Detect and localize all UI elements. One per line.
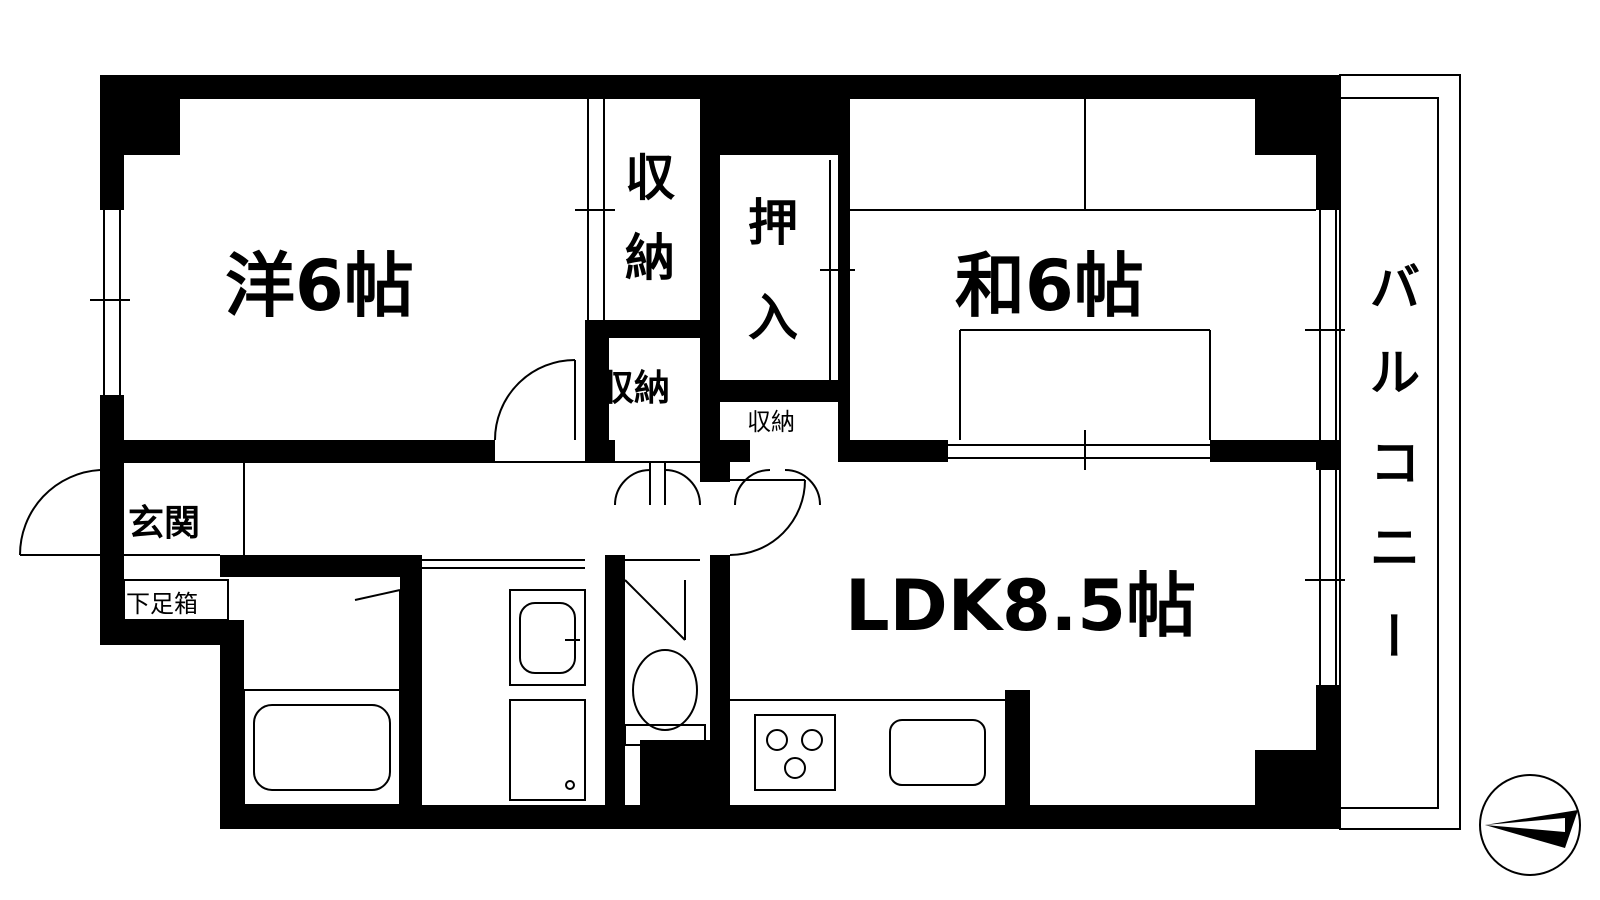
storage-top-label-2: 納 <box>625 229 675 287</box>
balcony-label-2: ル <box>1370 344 1420 402</box>
balcony <box>1339 74 1461 830</box>
balcony-label-4: ニ <box>1370 519 1420 577</box>
washbasin-icon <box>509 589 586 686</box>
japanese-room-label: 和6帖 <box>955 245 1144 327</box>
entrance-label: 玄関 <box>128 503 200 544</box>
stove-icon <box>754 714 836 791</box>
interior-walls <box>100 99 1340 829</box>
balcony-label-5: ー <box>1363 610 1421 660</box>
storage-small-label: 収納 <box>747 408 795 436</box>
balcony-label-1: バ <box>1370 259 1420 317</box>
western-room-label: 洋6帖 <box>225 245 414 327</box>
walls <box>100 75 1340 829</box>
oshiire-label-1: 押 <box>748 194 798 252</box>
window-frames <box>90 210 1345 685</box>
balcony-label-3: コ <box>1370 434 1420 492</box>
ldk-label: LDK8.5帖 <box>845 565 1196 647</box>
toilet-icon <box>624 649 706 746</box>
washing-machine-icon <box>509 699 586 801</box>
doors <box>18 359 821 690</box>
compass-icon <box>1479 774 1581 876</box>
storage-top-label-1: 収 <box>625 149 675 207</box>
sink-icon <box>889 719 986 786</box>
storage-mid-label: 収納 <box>598 368 670 409</box>
oshiire-label-2: 入 <box>748 289 798 347</box>
shoe-box-label: 下足箱 <box>126 590 198 618</box>
storage-lines <box>123 99 1316 621</box>
bathtub-icon <box>243 689 401 806</box>
